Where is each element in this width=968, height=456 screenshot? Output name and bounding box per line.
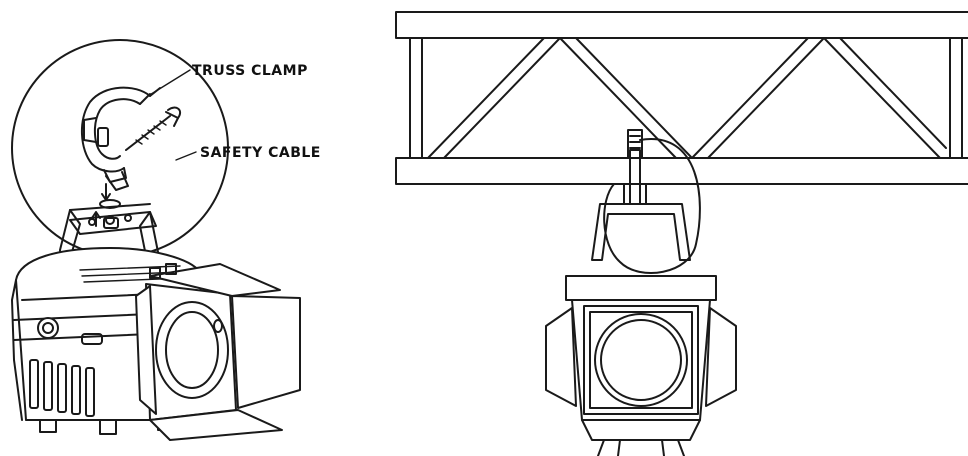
bolt-assembly — [91, 183, 121, 229]
truss-top-chord — [395, 11, 968, 39]
lock-knob — [37, 317, 59, 339]
clamp-base — [623, 183, 647, 205]
left-figure: TRUSS CLAMP SAFETY CABLE — [11, 39, 321, 441]
truss-end-post — [409, 37, 423, 159]
truss-clamp-leader — [147, 69, 191, 97]
barn-door-left — [545, 307, 577, 407]
safety-cable-graphic — [125, 106, 182, 151]
barn-doors — [135, 263, 301, 441]
truss-clamp-label: TRUSS CLAMP — [192, 63, 308, 79]
barn-door-right — [705, 307, 737, 407]
safety-cable-leader — [175, 151, 197, 161]
yoke-top-plate — [69, 211, 157, 235]
front-lens — [594, 313, 688, 407]
hanging-clamp — [603, 129, 701, 274]
vent-slots — [29, 359, 95, 417]
truss-end-post-right — [949, 37, 963, 159]
truss-bottom-chord — [395, 157, 968, 185]
hanging-fixture — [545, 275, 737, 456]
detail-magnifier — [11, 39, 229, 257]
truss — [395, 11, 968, 185]
barn-door-bottom — [581, 419, 701, 441]
hanging-yoke — [591, 203, 691, 261]
fixture-front — [145, 283, 237, 421]
safety-cable-label: SAFETY CABLE — [200, 145, 321, 161]
switch-plate — [81, 333, 103, 345]
right-figure — [395, 11, 968, 456]
